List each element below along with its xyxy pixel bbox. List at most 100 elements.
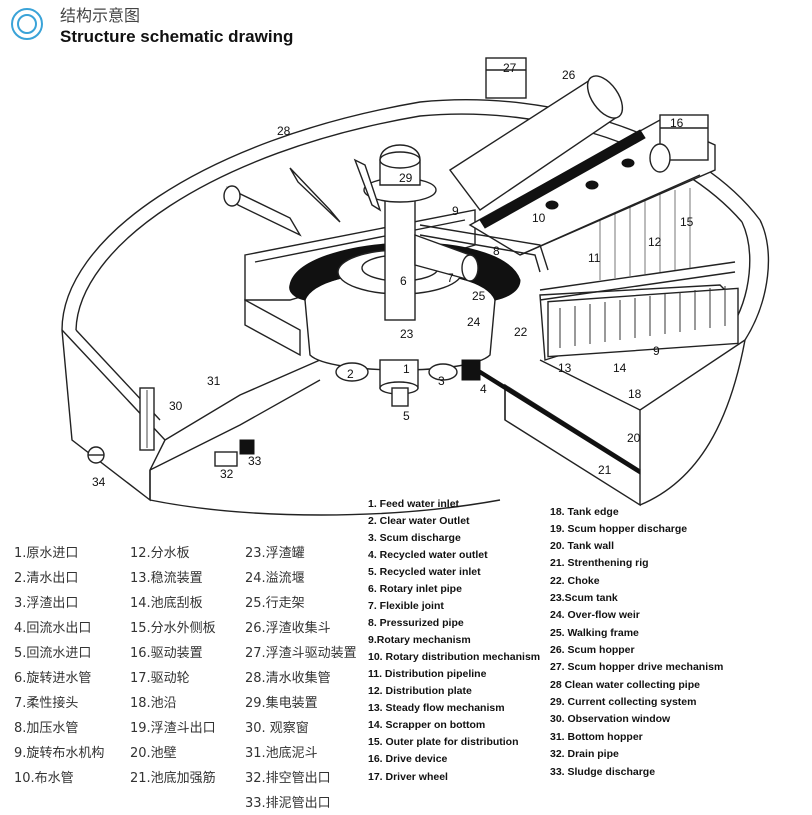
- bottom-pipes: [335, 359, 481, 407]
- legend-cn-item: 2.清水出口: [14, 571, 78, 586]
- legend-en-item: 13. Steady flow mechanism: [368, 702, 505, 714]
- distribution-plates: [599, 188, 691, 280]
- legend-en-item: 2. Clear water Outlet: [368, 515, 470, 527]
- pressurized-pipe: [419, 224, 549, 271]
- legend-cn-item: 25.行走架: [245, 596, 305, 611]
- legend-en-item: 30. Observation window: [550, 713, 671, 725]
- legend-en-item: 4. Recycled water outlet: [368, 549, 488, 561]
- callout: 27: [503, 61, 517, 75]
- legend-en-item: 32. Drain pipe: [550, 748, 619, 760]
- callout: 28: [277, 124, 291, 138]
- legend-cn-item: 6.旋转进水管: [14, 671, 91, 686]
- tank-wall-right: [504, 383, 641, 507]
- legend-en-item: 33. Sludge discharge: [550, 766, 655, 778]
- legend-en-item: 31. Bottom hopper: [550, 731, 643, 743]
- callout: 16: [670, 116, 684, 130]
- legend-en-item: 25. Walking frame: [550, 627, 639, 639]
- distribution-nozzles: [545, 158, 635, 210]
- callout: 3: [438, 374, 445, 388]
- tank-bottom-edge: [149, 499, 501, 516]
- legend-en-item: 21. Strenthening rig: [550, 557, 649, 569]
- callout: 4: [480, 382, 487, 396]
- title-block: 结构示意图 Structure schematic drawing: [11, 6, 293, 46]
- legend-cn-item: 18.池沿: [130, 696, 177, 711]
- legend-cn-item: 33.排泥管出口: [245, 796, 331, 811]
- legend-en-item: 11. Distribution pipeline: [368, 668, 487, 680]
- legend-cn-item: 20.池壁: [130, 746, 177, 761]
- legend-en-item: 7. Flexible joint: [368, 600, 444, 612]
- strengthening-rib: [479, 369, 641, 475]
- callout: 23: [400, 327, 414, 341]
- legend-cn-item: 31.池底泥斗: [245, 745, 318, 761]
- scum-hopper-drive: [485, 57, 527, 99]
- callout: 31: [207, 374, 221, 388]
- callout: 29: [399, 171, 413, 185]
- callout-numbers: 1 2 3 4 5 6 7 8 9 9 10 12 15 16 20 21 22…: [92, 61, 694, 489]
- legend-cn-item: 7.柔性接头: [14, 695, 78, 711]
- callout: 11: [588, 251, 601, 265]
- valve-handwheel-icon: [87, 446, 105, 464]
- legend-en-item: 10. Rotary distribution mechanism: [368, 651, 540, 663]
- callout: 18: [628, 387, 642, 401]
- legend-en-item: 29. Current collecting system: [550, 696, 696, 708]
- callout: 10: [532, 211, 546, 225]
- callout: 12: [648, 235, 662, 249]
- sludge-pipe: [239, 439, 255, 455]
- legend-en-item: 17. Driver wheel: [368, 771, 448, 783]
- callout: 14: [613, 361, 627, 375]
- legend-en-item: 3. Scum discharge: [368, 532, 461, 544]
- legend-cn-item: 19.浮渣斗出口: [130, 721, 216, 736]
- legend-en-item: 12. Distribution plate: [368, 685, 472, 697]
- callout: 9: [653, 344, 660, 358]
- legend-en-item: 14. Scrapper on bottom: [368, 719, 485, 731]
- callout: 26: [562, 68, 576, 82]
- drain-pipe: [214, 451, 238, 467]
- legend-cn-item: 3.浮渣出口: [14, 596, 78, 611]
- legend-en-item: 16. Drive device: [368, 753, 448, 765]
- legend-en-item: 1. Feed water inlet: [368, 498, 460, 510]
- legend-en: 1. Feed water inlet 2. Clear water Outle…: [368, 498, 723, 783]
- legend-cn-item: 27.浮渣斗驱动装置: [245, 646, 357, 661]
- tank-rim-right: [744, 219, 770, 341]
- legend-en-item: 24. Over-flow weir: [550, 609, 640, 621]
- legend-cn-item: 1.原水进口: [14, 546, 78, 561]
- callout: 1: [403, 362, 410, 376]
- legend-cn-item: 28.清水收集管: [245, 670, 331, 686]
- callout: 20: [627, 431, 641, 445]
- legend-cn-item: 23.浮渣罐: [245, 546, 305, 561]
- legend-en-item: 6. Rotary inlet pipe: [368, 583, 462, 595]
- machine-drawing: [61, 57, 770, 516]
- legend-cn-item: 8.加压水管: [14, 721, 78, 736]
- tank-wall-left: [61, 329, 151, 502]
- callout: 21: [598, 463, 612, 477]
- legend-cn-item: 29.集电装置: [245, 695, 318, 711]
- legend-en-item: 23.Scum tank: [550, 592, 618, 604]
- legend-cn-item: 10.布水管: [14, 771, 74, 786]
- legend-cn-item: 30. 观察窗: [245, 720, 309, 736]
- callout: 5: [403, 409, 410, 423]
- legend-cn-item: 15.分水外侧板: [130, 621, 216, 636]
- target-logo-icon: [11, 8, 43, 40]
- legend-cn: 1.原水进口 2.清水出口 3.浮渣出口 4.回流水出口 5.回流水进口 6.旋…: [14, 546, 357, 811]
- legend-en-item: 5. Recycled water inlet: [368, 566, 481, 578]
- callout: 34: [92, 475, 106, 489]
- steady-flow-mechanism: [547, 287, 739, 358]
- legend-cn-item: 5.回流水进口: [14, 646, 91, 661]
- legend-cn-item: 14.池底刮板: [130, 595, 203, 611]
- legend-cn-item: 13.稳流装置: [130, 570, 203, 586]
- legend-cn-item: 17.驱动轮: [130, 671, 190, 686]
- callout: 8: [493, 244, 500, 258]
- rotary-inlet-pipe: [384, 189, 416, 321]
- callout: 22: [514, 325, 528, 339]
- legend-cn-item: 4.回流水出口: [14, 621, 91, 636]
- callout: 25: [472, 289, 486, 303]
- callout: 9: [452, 204, 459, 218]
- legend-en-item: 15. Outer plate for distribution: [368, 736, 519, 748]
- legend-en-item: 18. Tank edge: [550, 506, 619, 518]
- legend-en-item: 26. Scum hopper: [550, 644, 635, 656]
- legend-cn-item: 24.溢流堰: [245, 571, 305, 586]
- callout: 7: [447, 271, 454, 285]
- title-en: Structure schematic drawing: [60, 27, 293, 46]
- legend-en-item: 27. Scum hopper drive mechanism: [550, 661, 723, 673]
